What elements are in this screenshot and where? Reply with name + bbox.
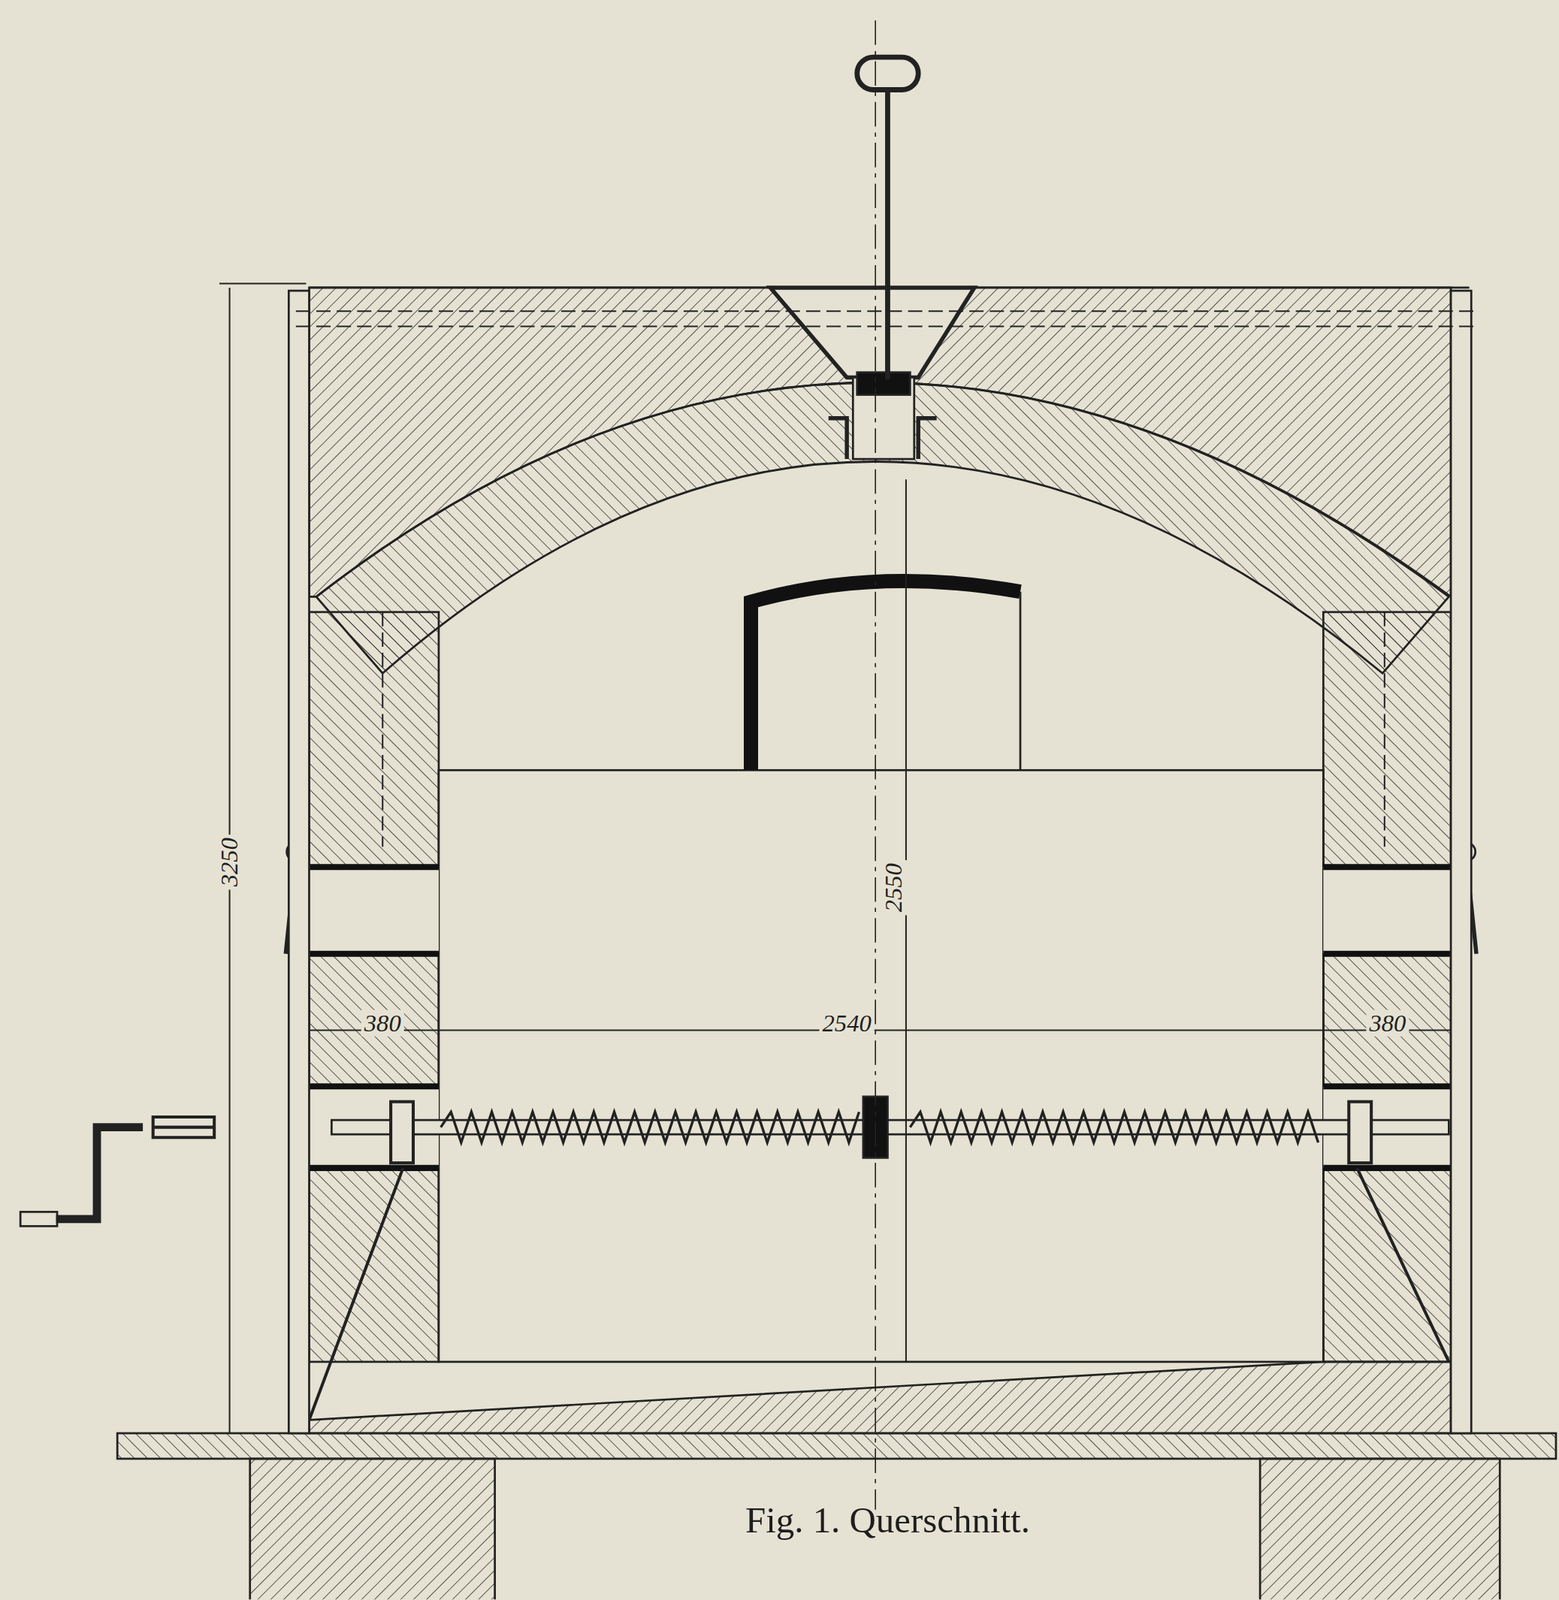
dimension-label: 380 — [361, 1009, 405, 1037]
dimension-label: 3250 — [216, 834, 244, 890]
figure-caption: Fig. 1. Querschnitt. — [745, 1498, 1031, 1542]
dimension-label: 2540 — [818, 1009, 874, 1037]
dimension-label: 380 — [1365, 1009, 1409, 1037]
dimension-label: 2550 — [880, 860, 908, 916]
